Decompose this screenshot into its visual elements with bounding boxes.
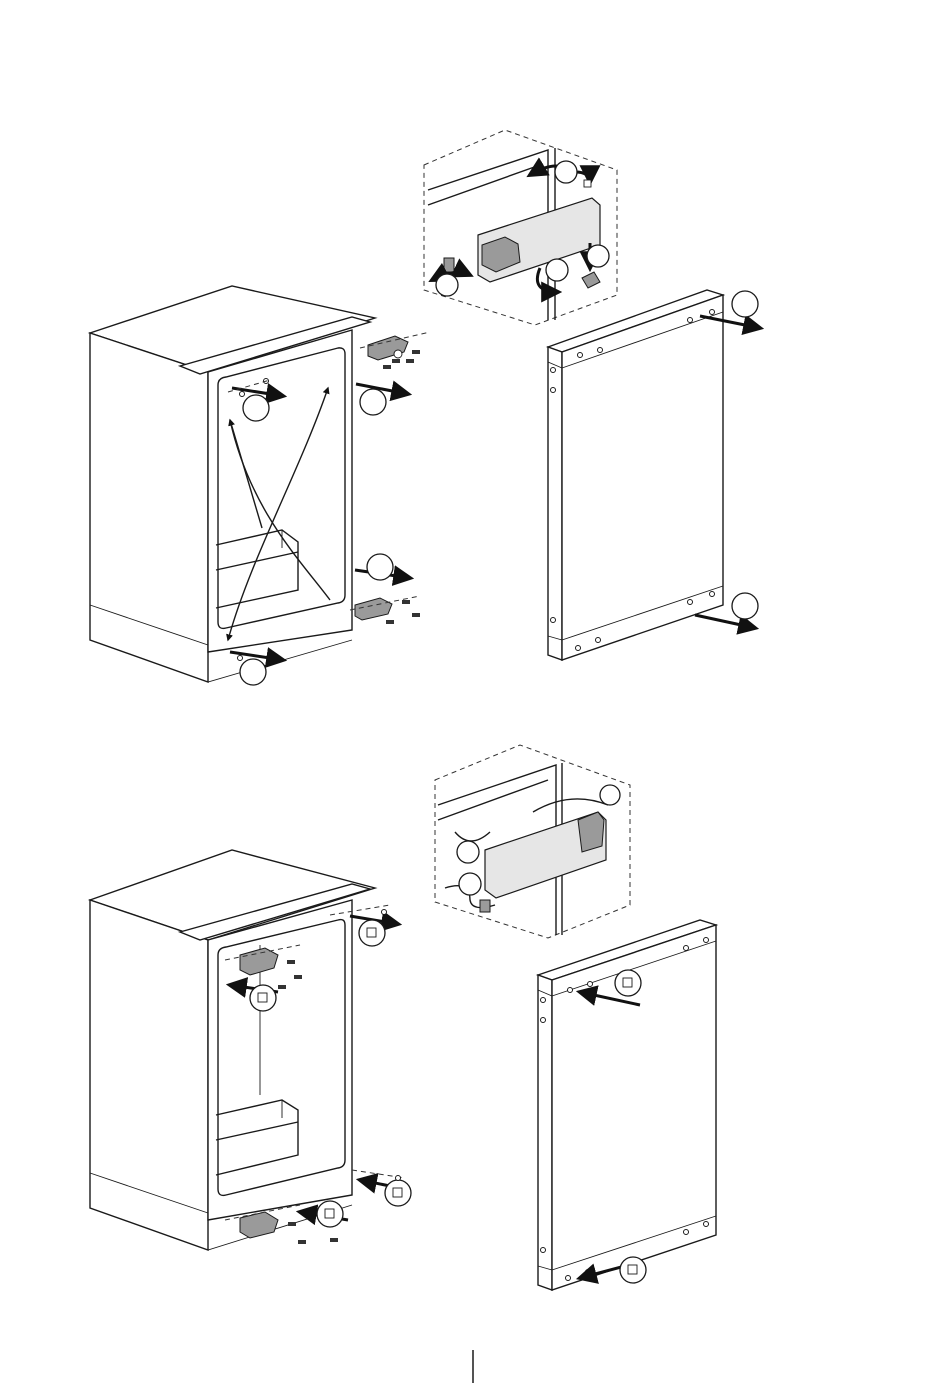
hinge-bottom-1 <box>350 596 420 624</box>
cabinet-bottom <box>90 850 375 1250</box>
hinge-top-1 <box>360 332 430 369</box>
figure-top <box>90 130 760 685</box>
handle-detail-top <box>424 130 617 325</box>
figure-bottom <box>90 745 716 1290</box>
door-panel-bottom <box>538 920 716 1290</box>
handle-detail-bottom <box>435 745 630 938</box>
cabinet-top <box>90 286 375 682</box>
door-panel-top <box>548 290 760 660</box>
